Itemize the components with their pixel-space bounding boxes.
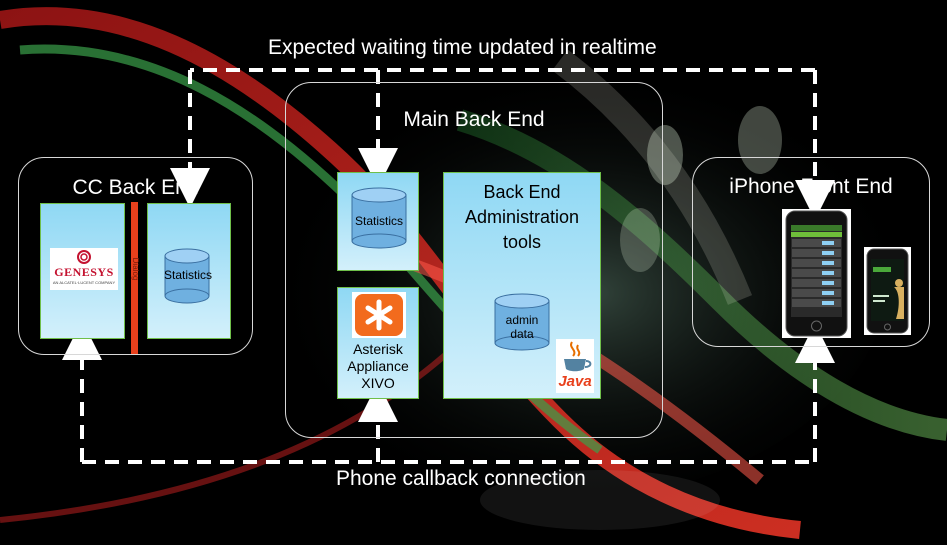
genesys-panel: GENESYS AN ALCATEL·LUCENT COMPANY: [40, 203, 125, 339]
main-back-end-group: Main Back End: [285, 82, 663, 438]
genesys-logo: GENESYS AN ALCATEL·LUCENT COMPANY: [50, 248, 118, 290]
main-statistics-database-icon: Statistics: [351, 187, 407, 249]
admin-data-database-icon: admin data: [494, 293, 550, 351]
asterisk-icon: [355, 294, 403, 336]
asterisk-logo: [352, 292, 406, 338]
admin-title-1: Back End: [483, 182, 561, 202]
iphone-front-end-title: iPhone Front End: [729, 175, 893, 198]
iphone-app-list-image: [785, 210, 848, 337]
cc-statistics-panel: Statistics: [147, 203, 231, 339]
asterisk-label-2: Appliance: [347, 358, 409, 374]
admin-title-2: Administration: [464, 207, 580, 227]
java-logo: Java: [556, 339, 594, 393]
dialog-bar: Dialog: [131, 202, 140, 354]
admin-title-3: tools: [502, 232, 542, 252]
main-statistics-label: Statistics: [354, 214, 403, 228]
bottom-label: Phone callback connection: [336, 467, 586, 490]
java-logo-text: Java: [558, 373, 592, 390]
iphone-screenshot-1: [782, 209, 851, 338]
java-cup-icon: [564, 341, 592, 372]
iphone-app-welcome-image: [866, 248, 909, 334]
admin-data-label-1: admin: [505, 313, 539, 327]
admin-tools-panel: Back End Administration tools admin data…: [443, 172, 601, 399]
main-statistics-panel: Statistics: [337, 172, 419, 271]
genesys-logo-text: GENESYS: [54, 265, 114, 279]
cc-statistics-database-icon: Statistics: [164, 248, 213, 304]
iphone-front-end-group: iPhone Front End: [692, 157, 930, 347]
iphone-screenshot-2: [864, 247, 911, 335]
asterisk-panel: Asterisk Appliance XIVO: [337, 287, 419, 399]
main-back-end-title: Main Back End: [403, 108, 545, 131]
top-label: Expected waiting time updated in realtim…: [268, 36, 657, 59]
cc-statistics-label: Statistics: [164, 268, 213, 282]
admin-data-label-2: data: [510, 327, 534, 341]
cc-back-end-group: CC Back End: [18, 157, 253, 355]
cc-back-end-title: CC Back End: [72, 176, 199, 199]
asterisk-label-1: Asterisk: [353, 341, 403, 357]
dialog-bar-label: Dialog: [131, 257, 140, 281]
asterisk-label-3: XIVO: [361, 375, 395, 391]
genesys-swirl-icon: [77, 250, 91, 264]
genesys-logo-subtext: AN ALCATEL·LUCENT COMPANY: [52, 280, 116, 285]
